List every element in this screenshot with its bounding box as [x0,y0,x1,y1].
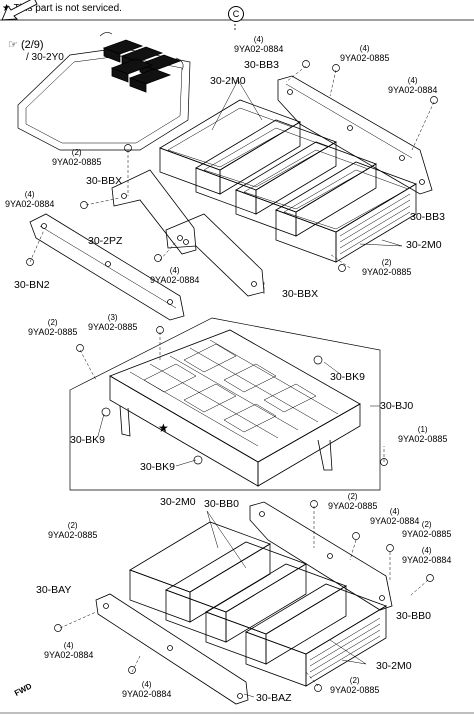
callout-nut-bn2[interactable]: 30-BN2 [14,279,50,291]
part-number: 9YA02-0884 [5,199,55,209]
part-number: 9YA02-0885 [330,685,380,695]
hand-pointer-icon: ☞ [8,39,18,51]
bracket-2pz [29,213,185,321]
battery-pack-reference-outline [17,32,191,151]
callout-module-2m0-right[interactable]: 30-2M0 [406,239,442,251]
reference-part[interactable]: / 30-2Y0 [26,52,64,63]
upper-battery-modules [159,99,417,263]
part-number: 9YA02-0885 [28,327,78,337]
bracket-bbx [111,169,265,297]
callout-bolt-low-3[interactable]: (4) 9YA02-0884 [370,507,420,526]
part-number: 9YA02-0885 [340,53,390,63]
callout-bolt-frame-3[interactable]: (1) 9YA02-0885 [398,425,448,444]
svg-text:★: ★ [158,421,169,435]
part-number: 9YA02-0885 [398,434,448,444]
callout-bracket-bbx-lower[interactable]: 30-BBX [282,288,319,300]
bracket-bay [95,593,249,705]
callout-bolt-top-3[interactable]: (4) 9YA02-0884 [388,76,438,95]
section-marker: C [228,6,244,22]
callout-bolt-top-2[interactable]: (4) 9YA02-0885 [340,44,390,63]
part-number: 9YA02-0884 [388,85,438,95]
callout-clip-bk9-left[interactable]: 30-BK9 [70,434,106,446]
callout-bracket-bb3-lower[interactable]: 30-BB3 [410,211,446,223]
callout-bolt-low-1[interactable]: (2) 9YA02-0885 [48,521,98,540]
part-number: 9YA02-0884 [370,516,420,526]
callout-bolt-frame-2[interactable]: (3) 9YA02-0885 [88,313,138,332]
not-serviced-note: This part is not serviced. [13,3,122,14]
part-number: 9YA02-0884 [402,555,452,565]
callout-bracket-bb0-upper[interactable]: 30-BB0 [204,498,240,510]
part-number: 9YA02-0885 [328,501,378,511]
callout-bolt-frame-1[interactable]: (2) 9YA02-0885 [28,318,78,337]
callout-module-2m0-upper[interactable]: 30-2M0 [210,75,246,87]
callout-bolt-mid-1[interactable]: (4) 9YA02-0884 [150,266,200,285]
callout-bolt-top-1[interactable]: (4) 9YA02-0884 [234,35,284,54]
callout-frame-bj0[interactable]: 30-BJ0 [380,400,414,412]
callout-bolt-left-1[interactable]: (2) 9YA02-0885 [52,148,102,167]
callout-bracket-bb0-lower[interactable]: 30-BB0 [396,610,432,622]
callout-clip-bk9-right[interactable]: 30-BK9 [330,371,366,383]
part-number: 9YA02-0885 [88,322,138,332]
part-number: 9YA02-0885 [362,267,412,277]
callout-bolt-low-6[interactable]: (4) 9YA02-0884 [44,641,94,660]
reference-page-number: (2/9) [20,39,44,51]
part-number: 9YA02-0884 [150,275,200,285]
callout-bracket-2pz[interactable]: 30-2PZ [88,235,123,247]
callout-bolt-low-7[interactable]: (4) 9YA02-0884 [122,680,172,699]
forward-direction-arrow [1,0,38,21]
callout-bracket-bb3-upper[interactable]: 30-BB3 [244,59,280,71]
battery-tray-frame [69,317,381,491]
callout-bracket-bay[interactable]: 30-BAY [36,584,72,596]
callout-bolt-left-2[interactable]: (4) 9YA02-0884 [5,190,55,209]
callout-bolt-low-5[interactable]: (4) 9YA02-0884 [402,546,452,565]
callout-bolt-low-8[interactable]: (2) 9YA02-0885 [330,676,380,695]
part-number: 9YA02-0885 [48,530,98,540]
part-number: 9YA02-0884 [122,689,172,699]
part-number: 9YA02-0885 [402,529,452,539]
callout-bolt-mid-2[interactable]: (2) 9YA02-0885 [362,258,412,277]
reference-page[interactable]: ☞ (2/9) [8,38,44,51]
callout-bolt-low-4[interactable]: (2) 9YA02-0885 [402,520,452,539]
callout-module-2m0-lower[interactable]: 30-2M0 [160,496,196,508]
callout-bolt-low-2[interactable]: (2) 9YA02-0885 [328,492,378,511]
part-number: 9YA02-0884 [234,44,284,54]
bracket-bb3 [277,75,433,195]
callout-bracket-bbx-upper[interactable]: 30-BBX [86,175,123,187]
callout-module-2m0-bottom[interactable]: 30-2M0 [376,660,412,672]
callout-clip-bk9-bottom[interactable]: 30-BK9 [140,461,176,473]
lower-battery-modules [129,521,387,687]
part-number: 9YA02-0884 [44,650,94,660]
bracket-bb0 [249,501,393,611]
part-number: 9YA02-0885 [52,157,102,167]
callout-bracket-baz[interactable]: 30-BAZ [256,692,292,704]
